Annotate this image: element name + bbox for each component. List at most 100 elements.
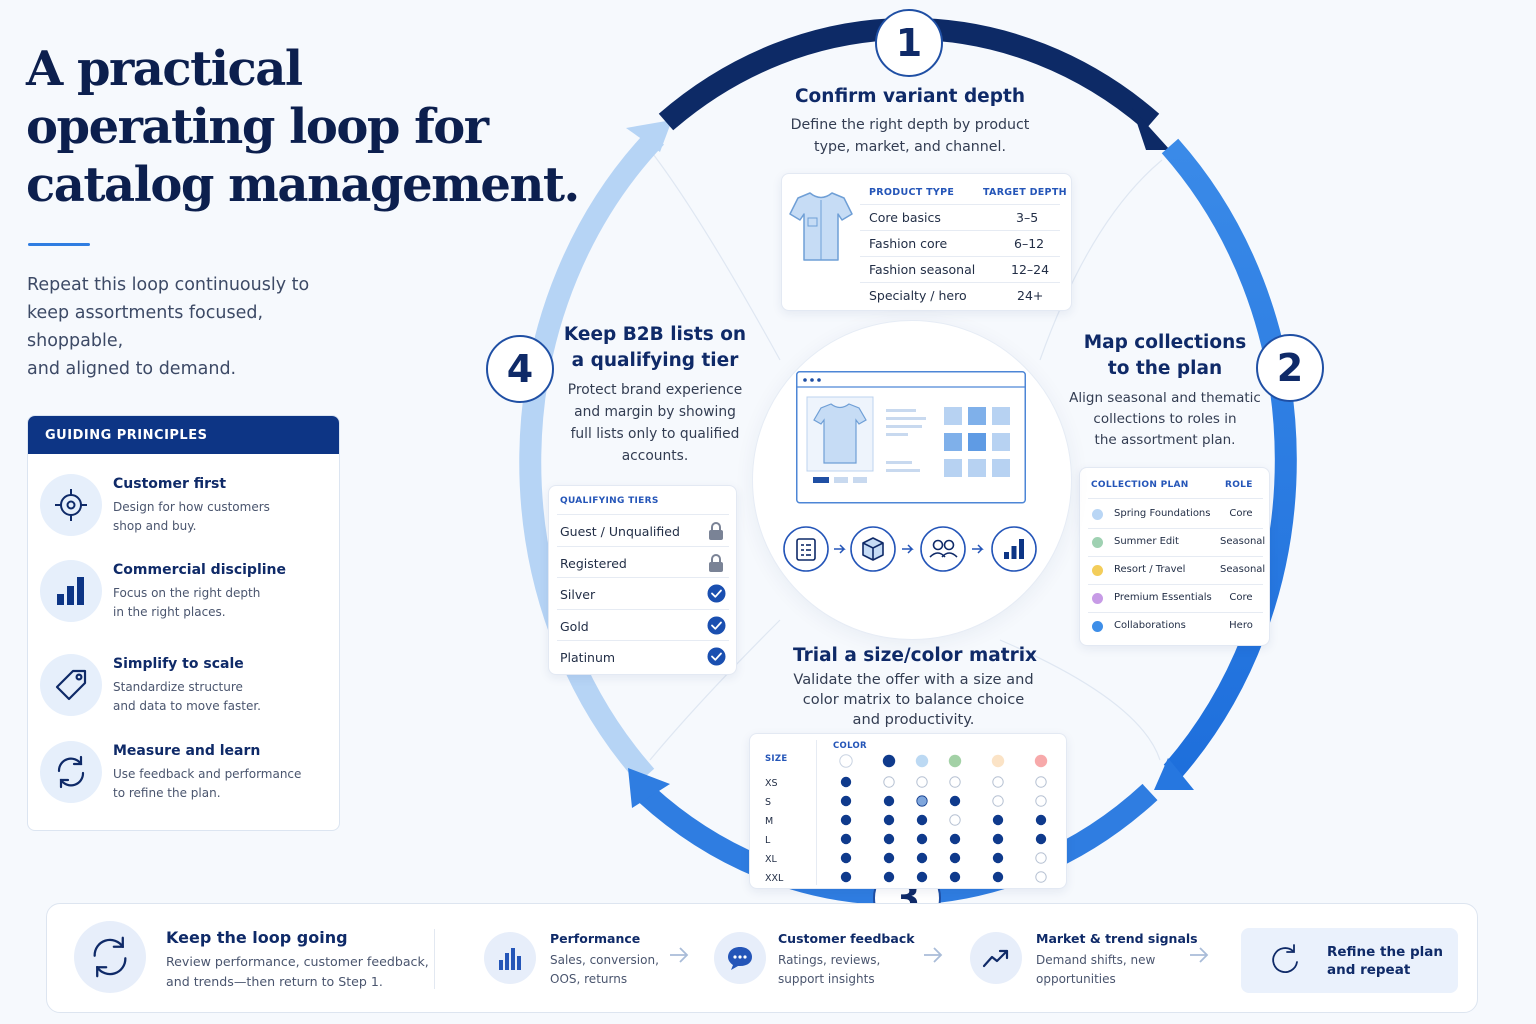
step-4-title: Keep B2B lists on a qualifying tier (550, 322, 760, 374)
guiding-principles-header: GUIDING PRINCIPLES (28, 416, 339, 454)
variant-depth-table: PRODUCT TYPE TARGET DEPTH Core basics 3–… (781, 173, 1072, 311)
collection-role: Seasonal (1220, 564, 1266, 575)
bar-chart-icon (40, 560, 102, 622)
bar-chart-icon (991, 526, 1037, 572)
depth-row-value: 3–5 (1016, 210, 1039, 225)
step-4-desc-line: and margin by showing (574, 404, 736, 420)
matrix-cell (992, 871, 1004, 883)
principle-desc-line: Focus on the right depth (113, 586, 261, 600)
matrix-cell (992, 776, 1004, 788)
matrix-cell (1035, 776, 1047, 788)
matrix-cell (1035, 814, 1047, 826)
step-4-desc: Protect brand experience and margin by s… (550, 379, 760, 467)
title-accent-rule (28, 243, 90, 246)
th-role: ROLE (1225, 480, 1253, 490)
depth-row-type: Fashion seasonal (869, 262, 976, 277)
trend-up-icon (970, 932, 1022, 984)
page-title-line-3: catalog management. (26, 157, 580, 213)
subtitle-line-1: Repeat this loop continuously to (27, 275, 310, 295)
refresh-icon (40, 741, 102, 803)
principle-desc: Focus on the right depth in the right pl… (113, 584, 328, 622)
tag-icon (40, 654, 102, 716)
depth-row-value: 6–12 (1014, 236, 1045, 251)
matrix-cell (992, 852, 1004, 864)
size-label: S (765, 797, 771, 808)
matrix-cell (949, 833, 961, 845)
principle-title: Measure and learn (113, 743, 261, 759)
step-1-badge: 1 (875, 9, 943, 77)
step-2-badge: 2 (1256, 334, 1324, 402)
step-3-title: Trial a size/color matrix (793, 645, 1037, 666)
users-icon (920, 526, 966, 572)
customer-feedback-title: Customer feedback (778, 931, 915, 946)
matrix-cell (916, 776, 928, 788)
step-4-desc-line: accounts. (621, 448, 689, 464)
matrix-cell (916, 833, 928, 845)
workflow-icon-row (782, 525, 1042, 579)
arc-arrowhead-4 (626, 120, 672, 152)
market-signals-desc-line: opportunities (1036, 972, 1116, 986)
collection-role: Hero (1229, 620, 1253, 631)
size-label: XS (765, 778, 778, 789)
color-swatch (991, 754, 1005, 768)
refine-the-plan-box: Refine the plan and repeat (1241, 928, 1458, 993)
principle-desc-line: Standardize structure (113, 680, 243, 694)
collection-color-dot (1092, 593, 1103, 604)
matrix-cell (916, 871, 928, 883)
depth-row-value: 24+ (1017, 288, 1044, 303)
matrix-cell (949, 776, 961, 788)
customer-feedback-desc-line: support insights (778, 972, 875, 986)
principle-measure-and-learn: Measure and learn Use feedback and perfo… (28, 741, 339, 821)
performance-desc-line: Sales, conversion, (550, 953, 659, 967)
guiding-principles-card: GUIDING PRINCIPLES Customer first Design… (27, 415, 340, 831)
principle-customer-first: Customer first Design for how customers … (28, 474, 339, 554)
lock-icon (707, 553, 725, 577)
matrix-cell (883, 814, 895, 826)
arc-arrowhead-1 (1132, 108, 1170, 150)
arc-arrowhead-2 (1154, 758, 1194, 790)
principle-simplify-to-scale: Simplify to scale Standardize structure … (28, 654, 339, 734)
matrix-cell (992, 833, 1004, 845)
matrix-cell (883, 871, 895, 883)
step-4-badge: 4 (486, 335, 554, 403)
matrix-cell (840, 814, 852, 826)
step-3-desc-line: color matrix to balance choice (802, 691, 1025, 708)
matrix-cell (949, 871, 961, 883)
matrix-cell (1035, 795, 1047, 807)
principle-desc: Standardize structure and data to move f… (113, 678, 328, 716)
collection-color-dot (1092, 565, 1103, 576)
loop-desc-line: Review performance, customer feedback, (166, 954, 429, 969)
color-swatch (882, 754, 896, 768)
loop-desc: Review performance, customer feedback, a… (166, 952, 429, 992)
collection-name: Resort / Travel (1114, 564, 1186, 575)
step-2-desc-line: the assortment plan. (1094, 432, 1236, 448)
color-swatch (1034, 754, 1048, 768)
principle-desc: Use feedback and performance to refine t… (113, 765, 328, 803)
matrix-cell (949, 852, 961, 864)
matrix-cell (883, 852, 895, 864)
page-title: A practical operating loop for catalog m… (26, 40, 580, 214)
arrow-right-icon (1188, 944, 1210, 970)
market-signals-desc: Demand shifts, new opportunities (1036, 951, 1155, 989)
refine-label: Refine the plan and repeat (1327, 943, 1443, 979)
size-label: L (765, 835, 771, 846)
matrix-cell (840, 795, 852, 807)
customer-feedback-desc-line: Ratings, reviews, (778, 953, 881, 967)
matrix-cell (1035, 833, 1047, 845)
refresh-icon (1267, 943, 1303, 983)
collection-name: Spring Foundations (1114, 508, 1211, 519)
loop-desc-line: and trends—then return to Step 1. (166, 974, 383, 989)
th-product-type: PRODUCT TYPE (869, 187, 955, 198)
collection-color-dot (1092, 509, 1103, 520)
keep-the-loop-going-bar: Keep the loop going Review performance, … (46, 903, 1478, 1013)
step-2-desc-line: collections to roles in (1093, 411, 1237, 427)
arrow-right-icon (668, 944, 690, 970)
check-circle-icon (707, 616, 726, 639)
step-2-title: Map collections to the plan (1060, 330, 1270, 382)
color-swatch (915, 754, 929, 768)
refine-label-line: and repeat (1327, 962, 1411, 978)
matrix-cell (840, 852, 852, 864)
matrix-cell (992, 795, 1004, 807)
